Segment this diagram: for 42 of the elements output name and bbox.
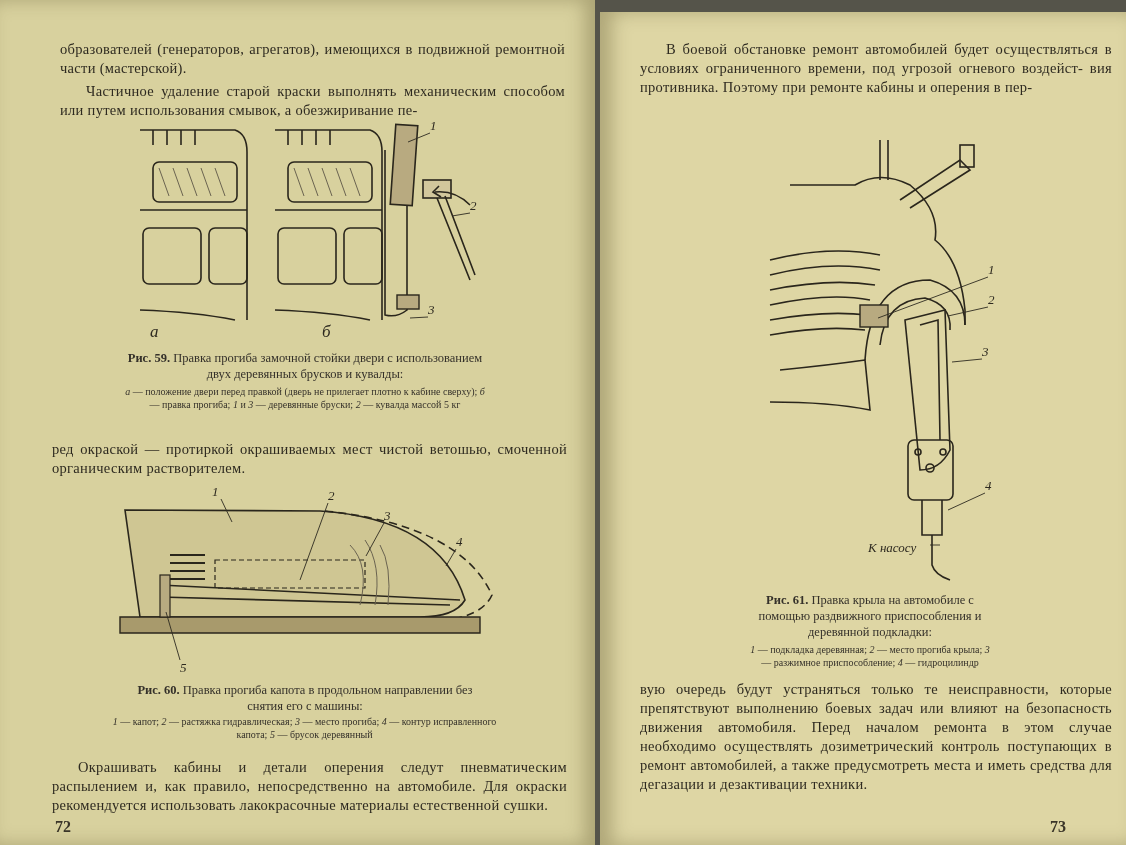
body-paragraph: вую очередь будут устраняться только те неисправности, которые препятствуют выполнению боевых задач или влияют на безопасность движения автомобиля. Перед началом ремонта в этом случае необходимо осуществлять дозиметрический контроль поступающих в ремонт автомобилей, а также предусмотреть места и иметь средства для дегазации и дезактивации техники. [640,680,1112,794]
leader-line [299,502,329,581]
callout-number: 4 [985,478,992,493]
figure-letter: б [322,322,331,342]
leader-line [947,492,986,511]
body-paragraph: В боевой обстановке ремонт автомобилей будет осуществляться в условиях ограниченного времени, под угрозой огневого воздейст- вия противника. Поэтому при ремонте кабины и оперения в пер- [640,40,1112,97]
body-paragraph: Частичное удаление старой краски выполнять механическим способом или путем использования смывок, а обезжиривание пе- [60,82,565,120]
figure-caption: Рис. 59. Правка прогиба замочной стойки двери с использованием двух деревянных брусков и кувалды: [126,350,484,382]
leader-line [409,316,429,319]
callout-number: 1 [430,118,437,133]
callout-number: 4 [456,534,463,549]
page-number: 72 [55,818,71,836]
leader-line [929,544,941,546]
callout-number: 5 [180,660,187,675]
callout-number: 1 [212,484,219,499]
callout-label: К насосу [868,540,917,555]
leader-line [451,212,471,217]
callout-number: 3 [982,344,989,359]
figure-caption: Рис. 61. Правка крыла на автомобиле с помощью раздвижного приспособления и деревянной подкладки: [757,592,983,640]
body-paragraph: образователей (генераторов, агрегатов), имеющихся в подвижной ремонтной части (мастерской). [60,40,565,78]
callout-number: 1 [988,262,995,277]
caption-legend: 1 — подкладка деревянная; 2 — место прогиба крыла; 3 — разжимное приспособление; 4 — гидроцилиндр [750,644,990,669]
callout-number: 2 [988,292,995,307]
figure-letter: а [150,322,159,342]
callout-number: 2 [328,488,335,503]
figure-caption: Рис. 60. Правка прогиба капота в продольном направлении без снятия его с машины: [136,682,474,714]
leader-line [165,611,181,661]
leader-line [365,522,385,557]
callout-number: 2 [470,198,477,213]
leader-line [877,276,989,319]
leader-line [220,498,233,523]
body-paragraph: ред окраской — протиркой окрашиваемых мест чистой ветошью, смоченной органическим растворителем. [52,440,567,478]
leader-line [445,548,457,567]
body-paragraph: Окрашивать кабины и детали оперения следут пневматическим распылением и, как правило, непосредственно на автомобиле. Для окраски рекомендуется использовать лакокрасочные материалы естественной сушки. [52,758,567,815]
page-number: 73 [1050,818,1066,836]
leader-line [407,132,431,143]
callout-number: 3 [384,508,391,523]
leader-line [951,358,983,363]
callout-number: 3 [428,302,435,317]
caption-legend: 1 — капот; 2 — растяжка гидравлическая; 3 — место прогиба; 4 — контур исправленного капота; 5 — брусок деревянный [112,716,497,741]
caption-legend: а — положение двери перед правкой (дверь не прилегает плотно к кабине сверху); б — правка прогиба; 1 и 3 — деревянные бруски; 2 — кувалда массой 5 кг [125,386,485,411]
leader-line [947,306,989,317]
